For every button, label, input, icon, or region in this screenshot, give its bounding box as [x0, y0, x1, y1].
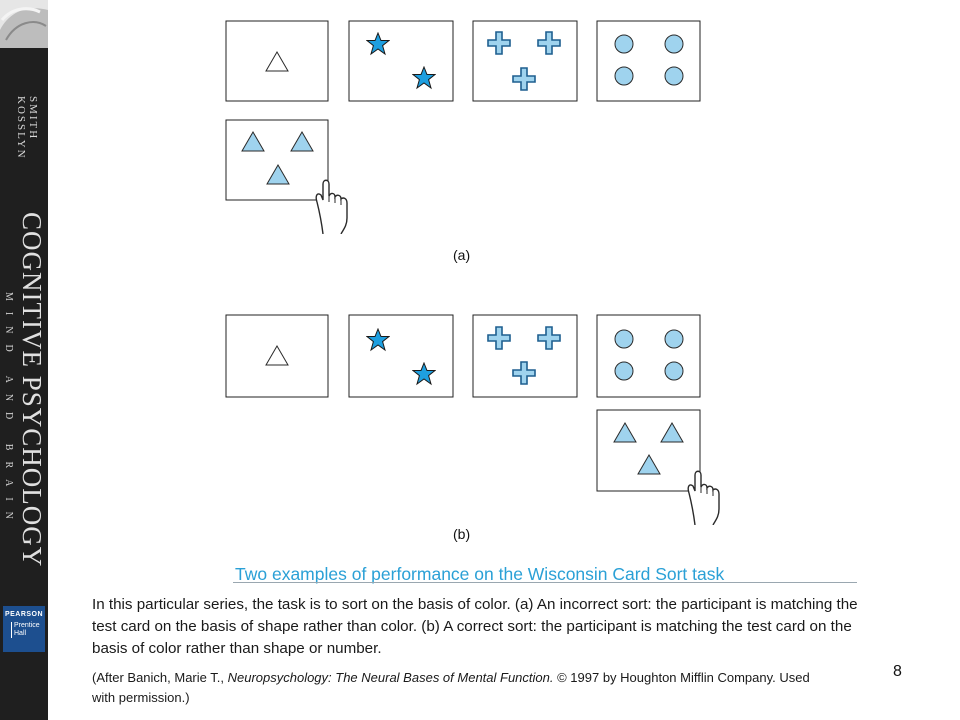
key-card-three-crosses — [472, 314, 578, 398]
key-card-one-triangle — [225, 20, 329, 102]
key-card-four-circles — [596, 20, 701, 102]
source-credit: (After Banich, Marie T., Neuropsychology… — [92, 668, 832, 708]
publisher-name: PEARSON — [4, 611, 44, 618]
caption-body: In this particular series, the task is t… — [92, 596, 858, 657]
cover-decoration-icon — [0, 0, 48, 48]
key-card-one-triangle — [225, 314, 329, 398]
page-number: 8 — [893, 663, 902, 680]
book-cover-sidebar: SMITH KOSSLYN COGNITIVE PSYCHOLOGY MIND … — [0, 0, 48, 720]
key-card-two-stars — [348, 314, 454, 398]
imprint-line-2: Hall — [14, 630, 27, 637]
circle-icon — [664, 66, 684, 86]
credit-book-title: Neuropsychology: The Neural Bases of Men… — [227, 670, 554, 685]
wisconsin-card-sort-figure: (a) (b) — [225, 20, 720, 542]
circle-icon — [664, 34, 684, 54]
panel-a: (a) — [225, 20, 701, 263]
circle-icon — [614, 329, 634, 349]
circle-icon — [664, 329, 684, 349]
panel-a-label: (a) — [453, 247, 470, 263]
credit-prefix: (After Banich, Marie T., — [92, 670, 228, 685]
circle-icon — [664, 361, 684, 381]
test-card-three-triangles — [596, 409, 701, 492]
credit-suffix: © 1997 by Houghton Mifflin Company. Used… — [92, 670, 810, 705]
key-card-four-circles — [596, 314, 701, 398]
caption-divider — [233, 582, 857, 583]
key-card-two-stars — [348, 20, 454, 102]
circle-icon — [614, 361, 634, 381]
panel-b: (b) — [225, 314, 720, 542]
caption-title: Two examples of performance on the Wisco… — [235, 564, 725, 584]
test-card-three-triangles — [225, 119, 329, 201]
circle-icon — [614, 34, 634, 54]
imprint-line-1: Prentice — [14, 622, 40, 629]
circle-icon — [614, 66, 634, 86]
panel-b-label: (b) — [453, 526, 470, 542]
key-card-three-crosses — [472, 20, 578, 102]
